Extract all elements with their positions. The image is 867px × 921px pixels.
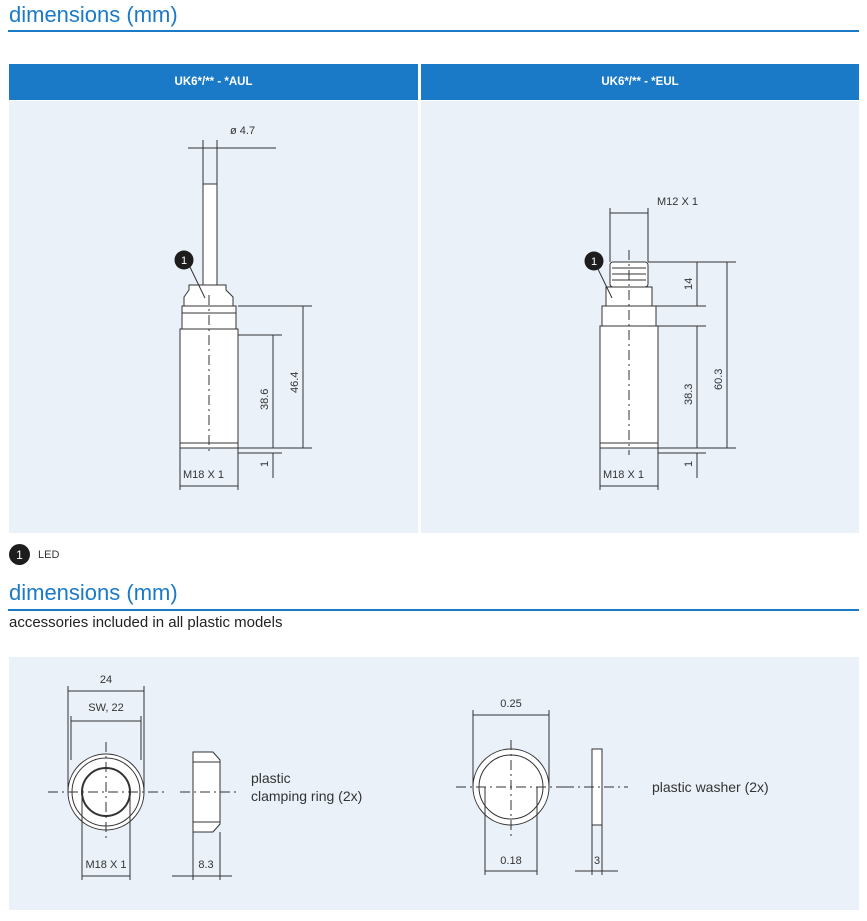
ring-label-1: plastic [251,770,291,786]
eul-dim-60: 60.3 [713,369,725,390]
dimensions-table: UK6*/** - *AUL UK6*/** - *EUL [9,64,859,533]
eul-dim-38: 38.3 [683,384,695,405]
legend-label: LED [38,548,60,561]
section-heading: dimensions (mm) [9,2,178,27]
aul-thread-label: M18 X 1 [183,469,224,481]
eul-body [599,325,659,449]
washer-thickness-dim: 3 [594,855,600,867]
eul-connector-label: M12 X 1 [657,196,698,208]
legend-marker: 1 [9,544,30,565]
ring-outer-dim: 24 [100,674,112,686]
eul-dim-14: 14 [683,278,695,290]
aul-marker-label: 1 [181,255,187,267]
accessories-panel [9,657,859,910]
ring-sw-dim: SW, 22 [88,702,123,714]
section-heading-accessories: dimensions (mm) [9,580,178,605]
ring-label-2: clamping ring (2x) [251,788,362,804]
aul-diameter-label: ø 4.7 [230,125,255,137]
ring-thickness-dim: 8.3 [198,859,213,871]
aul-dim-46: 46.4 [289,372,301,393]
column-header-aul: UK6*/** - *AUL [9,64,418,100]
washer-label: plastic washer (2x) [652,779,769,795]
washer-inner-dim: 0.18 [500,855,521,867]
ring-thread-dim: M18 X 1 [86,859,127,871]
eul-marker-label: 1 [591,256,597,268]
eul-led-marker [584,251,604,271]
aul-led-marker [174,250,194,270]
column-header-eul: UK6*/** - *EUL [421,64,859,100]
heading-rule-accessories [8,609,859,611]
eul-dim-1: 1 [683,461,695,467]
aul-dim-1: 1 [259,461,271,467]
washer-outer-dim: 0.25 [500,698,521,710]
led-legend: 1 LED [9,544,59,565]
aul-body [179,328,239,449]
aul-dim-38: 38.6 [259,389,271,410]
heading-rule [8,30,859,32]
eul-thread-label: M18 X 1 [603,469,644,481]
accessories-subtitle: accessories included in all plastic mode… [9,614,283,631]
